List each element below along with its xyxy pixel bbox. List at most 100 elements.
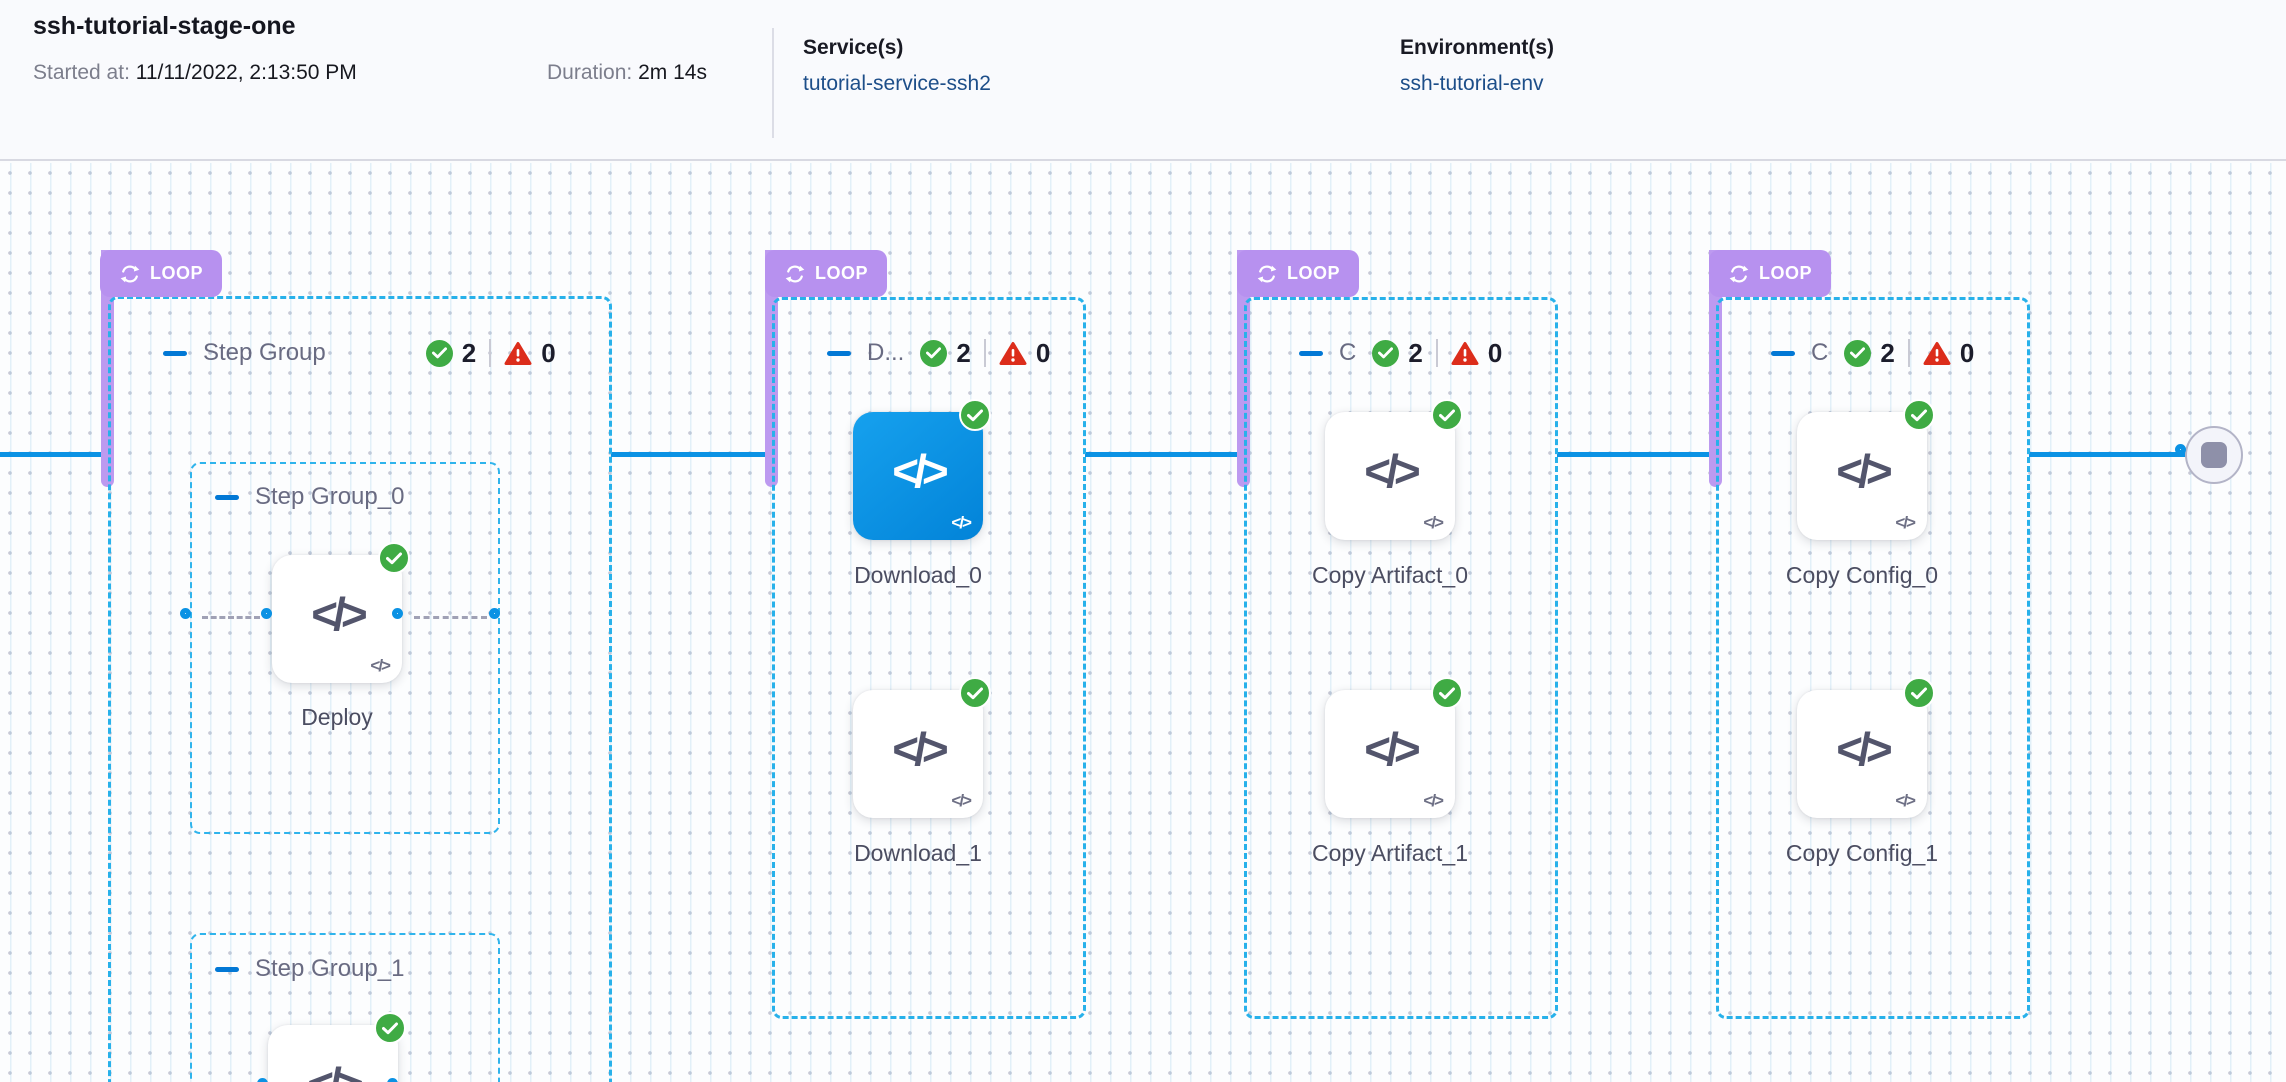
loop-icon bbox=[1729, 265, 1749, 282]
failed-count: 0 bbox=[1035, 337, 1051, 368]
connector-dashed-line bbox=[414, 616, 487, 619]
code-icon: </> bbox=[892, 723, 949, 775]
step-label: Copy Artifact_1 bbox=[1312, 840, 1468, 866]
step-node-copy-artifact-0[interactable]: </> </> bbox=[1325, 412, 1455, 540]
code-icon-small: </> bbox=[1423, 791, 1444, 810]
status-badges: 2 0 bbox=[1844, 338, 1974, 369]
group-header: C 2 0 bbox=[1771, 336, 1974, 370]
connector-port[interactable] bbox=[387, 1078, 398, 1082]
connector-port[interactable] bbox=[489, 608, 500, 619]
environments-label: Environment(s) bbox=[1400, 36, 1555, 59]
step-node-deploy[interactable]: </> </> bbox=[272, 555, 402, 683]
step-node-copy-config-0[interactable]: </> </> bbox=[1797, 412, 1927, 540]
step-group-container[interactable] bbox=[1244, 297, 1558, 1019]
success-count: 2 bbox=[461, 337, 477, 368]
success-badge bbox=[959, 399, 991, 431]
failed-count: 0 bbox=[541, 337, 556, 368]
flow-line-segment bbox=[0, 452, 110, 457]
warning-icon bbox=[999, 341, 1027, 365]
collapse-icon[interactable] bbox=[827, 350, 851, 356]
connector-port[interactable] bbox=[392, 608, 403, 619]
step-label: Copy Artifact_0 bbox=[1312, 562, 1468, 588]
connector-port[interactable] bbox=[2175, 444, 2186, 455]
flow-line-segment bbox=[2029, 452, 2186, 457]
duration-label: Duration: bbox=[547, 61, 633, 84]
collapse-icon[interactable] bbox=[163, 350, 187, 356]
status-badges: 2 0 bbox=[920, 338, 1050, 369]
status-badges: 2 0 bbox=[1372, 338, 1502, 369]
started-at-value: 11/11/2022, 2:13:50 PM bbox=[135, 61, 357, 84]
loop-icon bbox=[785, 265, 805, 282]
collapse-icon[interactable] bbox=[1299, 350, 1323, 356]
success-badge bbox=[378, 542, 410, 574]
loop-badge[interactable]: LOOP bbox=[1237, 250, 1360, 297]
code-icon-small: </> bbox=[370, 656, 391, 675]
connector-port[interactable] bbox=[180, 608, 191, 619]
duration-value: 2m 14s bbox=[638, 61, 707, 84]
step-node-download-1[interactable]: </> </> bbox=[853, 690, 983, 818]
environment-link[interactable]: ssh-tutorial-env bbox=[1400, 72, 1544, 95]
step-label: Download_0 bbox=[854, 562, 982, 588]
duration: Duration: 2m 14s bbox=[547, 61, 707, 85]
step-node-copy-config-1[interactable]: </> </> bbox=[1797, 690, 1927, 818]
loop-badge[interactable]: LOOP bbox=[100, 250, 223, 297]
code-icon-small: </> bbox=[1895, 513, 1916, 532]
success-badge bbox=[1903, 677, 1935, 709]
loop-badge-label: LOOP bbox=[150, 263, 204, 283]
step-label: Deploy bbox=[301, 704, 373, 730]
status-badges: 2 0 bbox=[425, 337, 556, 369]
service-link[interactable]: tutorial-service-ssh2 bbox=[803, 72, 991, 95]
connector-port[interactable] bbox=[257, 1078, 268, 1082]
header-divider bbox=[772, 28, 774, 138]
group-name: C bbox=[1811, 339, 1829, 366]
group-header: Step Group 2 0 bbox=[163, 336, 556, 370]
started-at: Started at: 11/11/2022, 2:13:50 PM bbox=[33, 61, 357, 85]
connector-port[interactable] bbox=[261, 608, 272, 619]
success-count: 2 bbox=[956, 337, 971, 368]
step-group-container[interactable] bbox=[108, 296, 612, 1082]
inner-step-group[interactable] bbox=[190, 933, 500, 1082]
loop-badge[interactable]: LOOP bbox=[1709, 250, 1832, 297]
inner-step-group[interactable] bbox=[190, 462, 500, 834]
group-header: D... 2 0 bbox=[827, 336, 1050, 370]
started-at-label: Started at: bbox=[33, 61, 130, 84]
step-node-download-0[interactable]: </> </> bbox=[853, 412, 983, 540]
step-group-container[interactable] bbox=[772, 297, 1086, 1019]
failed-count: 0 bbox=[1959, 337, 1975, 368]
code-icon: </> bbox=[892, 445, 949, 497]
success-icon bbox=[1372, 339, 1400, 367]
success-icon bbox=[920, 339, 948, 367]
code-icon-small: </> bbox=[1423, 513, 1444, 532]
badge-divider bbox=[1907, 339, 1910, 367]
flow-line-segment bbox=[1557, 452, 1717, 457]
collapse-icon[interactable] bbox=[215, 966, 239, 972]
code-icon: </> bbox=[1836, 445, 1893, 497]
badge-divider bbox=[1435, 339, 1438, 367]
loop-icon bbox=[120, 265, 140, 282]
badge-divider bbox=[983, 339, 986, 367]
success-icon bbox=[425, 339, 453, 367]
collapse-icon[interactable] bbox=[1771, 350, 1795, 356]
success-badge bbox=[959, 677, 991, 709]
loop-badge-label: LOOP bbox=[815, 263, 869, 283]
stage-end-node[interactable] bbox=[2185, 426, 2243, 484]
loop-badge[interactable]: LOOP bbox=[765, 250, 888, 297]
inner-group-name: Step Group_0 bbox=[255, 483, 405, 510]
pipeline-canvas[interactable]: LOOP Step Group 2 0 Step Group bbox=[0, 163, 2286, 1082]
success-icon bbox=[1844, 339, 1872, 367]
loop-badge-label: LOOP bbox=[1287, 263, 1341, 283]
flow-line-segment bbox=[1085, 452, 1245, 457]
inner-group-header: Step Group_0 bbox=[215, 480, 404, 514]
group-name: Step Group bbox=[203, 339, 326, 366]
step-group-container[interactable] bbox=[1716, 297, 2030, 1019]
loop-icon bbox=[1257, 265, 1277, 282]
success-count: 2 bbox=[1408, 337, 1423, 368]
connector-dashed-line bbox=[202, 616, 260, 619]
warning-icon bbox=[504, 341, 532, 365]
step-node-copy-artifact-1[interactable]: </> </> bbox=[1325, 690, 1455, 818]
collapse-icon[interactable] bbox=[215, 494, 239, 500]
step-label: Download_1 bbox=[854, 840, 982, 866]
stage-title: ssh-tutorial-stage-one bbox=[33, 12, 296, 40]
inner-group-name: Step Group_1 bbox=[255, 955, 405, 982]
